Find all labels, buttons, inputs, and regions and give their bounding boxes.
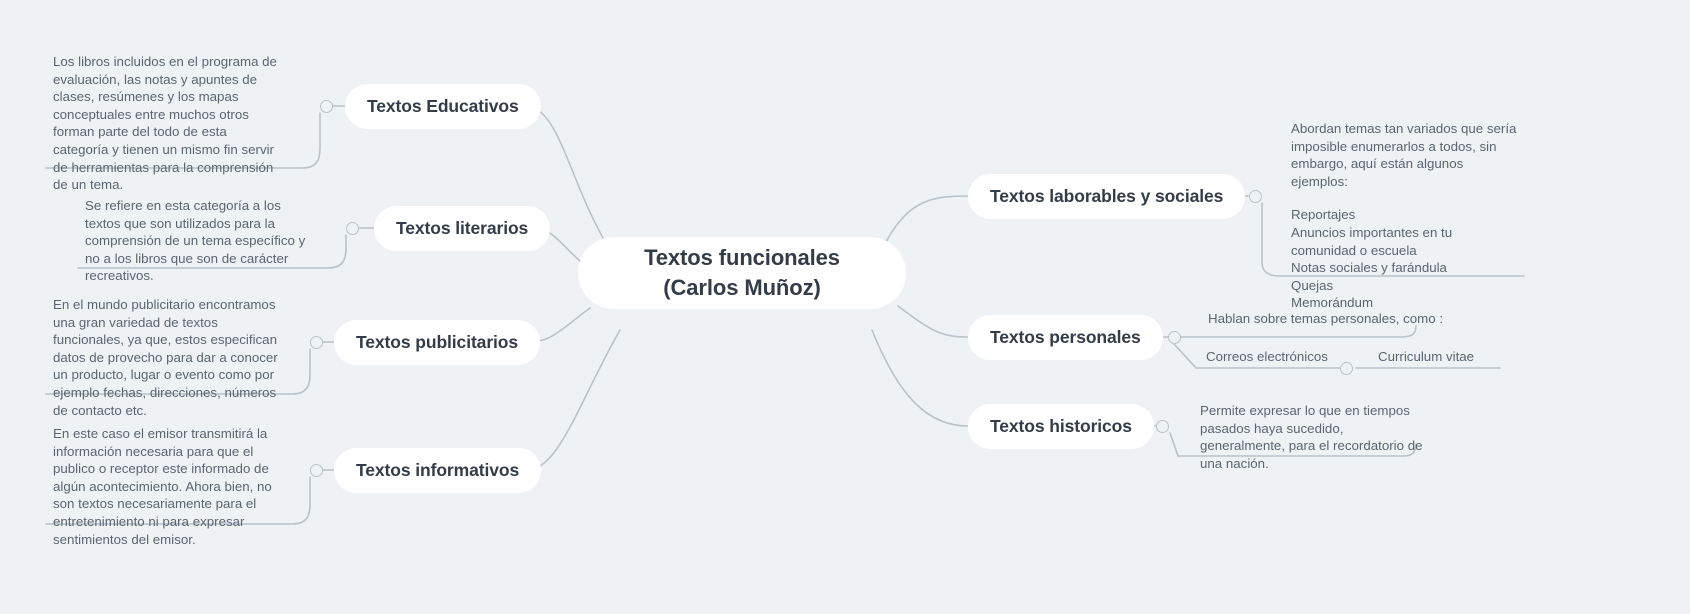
note-laborales-example: Reportajes: [1291, 207, 1356, 223]
note-publicitarios: En el mundo publicitario encontramos una…: [53, 296, 287, 419]
branch-node-publicitarios[interactable]: Textos publicitarios: [334, 320, 541, 365]
note-laborales-example: Anuncios importantes en tu comunidad o e…: [1291, 224, 1453, 258]
note-informativos-text: En este caso el emisor transmitirá la in…: [53, 426, 272, 547]
dot-literarios[interactable]: [346, 221, 359, 235]
note-laborales-example: Notas sociales y farándula: [1291, 260, 1447, 276]
dot-personales[interactable]: [1168, 330, 1181, 344]
branch-node-informativos[interactable]: Textos informativos: [334, 448, 542, 493]
wire-root-informativos: [529, 329, 621, 471]
note-publicitarios-text: En el mundo publicitario encontramos una…: [53, 297, 278, 418]
note-literarios: Se refiere en esta categoría a los texto…: [85, 197, 317, 285]
note-laborales-intro: Abordan temas tan variados que sería imp…: [1291, 121, 1517, 189]
branch-node-historicos[interactable]: Textos historicos: [968, 404, 1154, 449]
note-laborales-example: Memorándum: [1291, 295, 1374, 311]
note-laborales: Abordan temas tan variados que sería imp…: [1291, 120, 1519, 312]
wire-root-personales: [897, 305, 969, 338]
dot-historicos[interactable]: [1156, 419, 1169, 433]
wire-root-historicos: [871, 329, 969, 427]
note-personales-text: Hablan sobre temas personales, como :: [1208, 311, 1444, 326]
note-educativos: Los libros incluidos en el programa de e…: [53, 53, 285, 194]
note-informativos: En este caso el emisor transmitirá la in…: [53, 425, 287, 548]
dot-laborales[interactable]: [1249, 189, 1262, 203]
branch-node-educativos[interactable]: Textos Educativos: [345, 84, 541, 129]
note-historicos: Permite expresar lo que en tiempos pasad…: [1200, 402, 1426, 472]
note-historicos-text: Permite expresar lo que en tiempos pasad…: [1200, 403, 1423, 471]
dot-publicitarios[interactable]: [310, 335, 323, 349]
note-educativos-text: Los libros incluidos en el programa de e…: [53, 54, 277, 193]
dot-educativos[interactable]: [320, 99, 333, 113]
note-laborales-spacer: [1291, 190, 1519, 206]
note-personales: Hablan sobre temas personales, como :: [1208, 310, 1508, 328]
branch-node-personales[interactable]: Textos personales: [968, 315, 1163, 360]
note-personales-child-right-text: Curriculum vitae: [1378, 349, 1475, 364]
dot-personales-children[interactable]: [1340, 361, 1353, 375]
underline-personales-top: [1180, 325, 1417, 338]
note-laborales-example: Quejas: [1291, 277, 1334, 293]
branch-node-literarios[interactable]: Textos literarios: [374, 206, 551, 251]
note-literarios-text: Se refiere en esta categoría a los texto…: [85, 198, 306, 284]
branch-node-laborales[interactable]: Textos laborables y sociales: [968, 174, 1246, 219]
note-personales-child-right: Curriculum vitae: [1378, 348, 1538, 366]
dot-informativos[interactable]: [310, 463, 323, 477]
root-node[interactable]: Textos funcionales (Carlos Muñoz): [578, 237, 906, 309]
